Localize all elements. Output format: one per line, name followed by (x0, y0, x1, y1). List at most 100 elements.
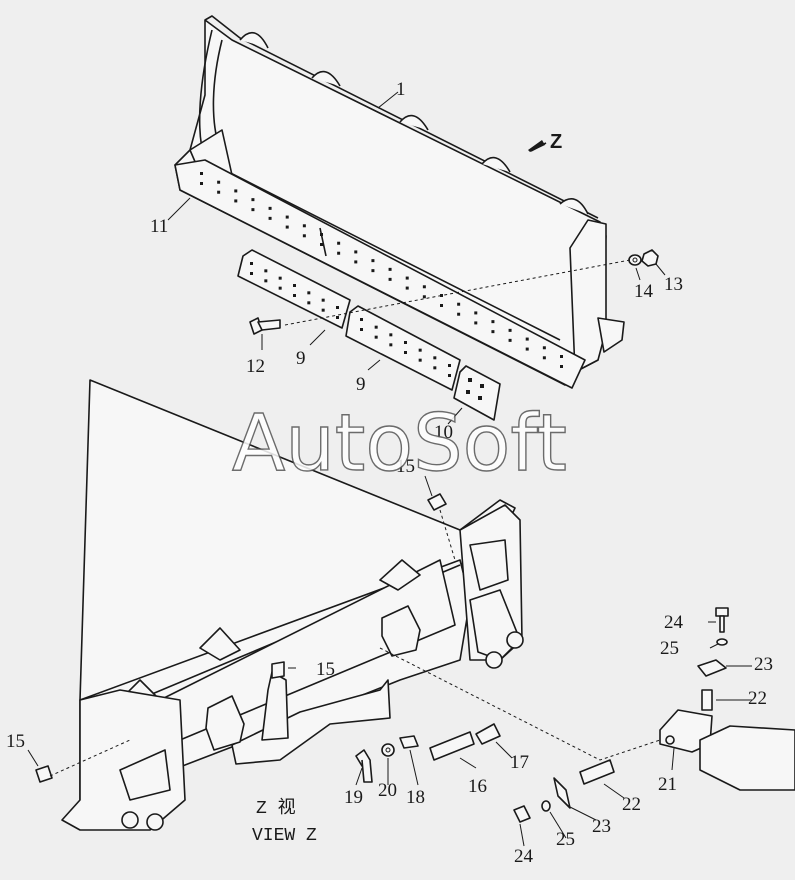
assembly-line-2 (379, 647, 661, 761)
bolt-hole (433, 366, 437, 370)
bolt-hole (307, 291, 311, 295)
bolt-hole (321, 298, 325, 302)
bolt-19 (355, 749, 373, 783)
bolt-hole (422, 295, 426, 299)
bolt-hole (440, 294, 443, 297)
label-14: 14 (634, 281, 654, 302)
bolt-hole (440, 304, 443, 307)
assembly-line-3 (439, 509, 456, 561)
washer-25-lower (541, 800, 551, 812)
pin-17 (475, 723, 501, 745)
bolt-path (284, 259, 631, 326)
label-19: 19 (344, 787, 363, 808)
fitting-15-middle (271, 661, 285, 679)
bolt-hole (336, 316, 339, 319)
frame-assembly (61, 379, 524, 831)
bolt-hole (285, 215, 289, 219)
bolt-hole (354, 250, 358, 254)
bolt-hole (250, 262, 253, 265)
bolt-hole (448, 374, 451, 377)
bolt-hole (560, 355, 563, 358)
bolt-hole (360, 328, 363, 331)
label-25-right: 25 (660, 638, 679, 659)
bolt-hole (388, 267, 392, 271)
bolt-hole (448, 364, 451, 367)
label-22-right: 22 (748, 688, 767, 709)
bolt-hole (217, 180, 221, 184)
bolt-hole (508, 338, 512, 342)
watermark: AutoSoft (232, 399, 567, 489)
bolt-hole (293, 284, 296, 287)
bolt-hole (405, 286, 409, 290)
bolt-hole (285, 225, 289, 229)
bolt-hole (278, 286, 282, 290)
label-16: 16 (468, 776, 487, 797)
bolt-hole (234, 199, 238, 203)
bolt-hole (405, 276, 409, 280)
bolt-hole (542, 346, 546, 350)
bolt-hole (433, 356, 437, 360)
label-15-middle: 15 (316, 659, 335, 680)
bolt-hole (525, 347, 529, 351)
bolt-hole (264, 279, 268, 283)
label-1: 1 (396, 79, 406, 100)
label-18: 18 (406, 787, 425, 808)
label-23-right: 23 (754, 654, 773, 675)
assembly-line-1 (49, 739, 131, 777)
washer-25-right (716, 638, 728, 646)
bolt-hole (337, 241, 341, 245)
bolt-hole (474, 311, 478, 315)
bolt-hole (320, 233, 323, 236)
label-12: 12 (246, 356, 265, 377)
bolt-hole (389, 343, 393, 347)
bolt-hole (268, 206, 272, 210)
bolt-hole (250, 272, 253, 275)
bolt-hole (474, 321, 478, 325)
bolt-24-lower (513, 805, 531, 823)
label-13: 13 (664, 274, 683, 295)
frame-end-right (699, 725, 795, 791)
bolt-hole (278, 276, 282, 280)
bolt-hole (491, 320, 495, 324)
bolt-hole (422, 285, 426, 289)
bolt-hole (234, 189, 238, 193)
bolt-hole (418, 348, 422, 352)
bolt-hole (307, 301, 311, 305)
label-22-lower: 22 (622, 794, 641, 815)
bolt-hole (371, 269, 375, 273)
bolt-hole (302, 224, 306, 228)
bolt-hole (293, 294, 296, 297)
bolt-hole (560, 365, 563, 368)
leader-lines (27, 91, 752, 847)
bolt-hole (320, 243, 323, 246)
clip-23-lower (553, 777, 571, 809)
fitting-15-left (35, 765, 53, 783)
label-10: 10 (434, 422, 453, 443)
bolt-hole (418, 358, 422, 362)
pin-22-right (701, 689, 713, 711)
bolt-hole (374, 325, 378, 329)
bolt-hole (457, 302, 461, 306)
label-11: 11 (150, 216, 168, 237)
washer-20 (381, 743, 395, 757)
label-9b: 9 (356, 374, 366, 395)
label-17: 17 (510, 752, 529, 773)
label-z: Z (550, 131, 562, 153)
label-9a: 9 (296, 348, 306, 369)
fitting-15-top (427, 493, 447, 511)
blade-part-1 (174, 15, 625, 389)
bolt-hole (302, 234, 306, 238)
bolt-hole (508, 328, 512, 332)
bolt-hole (389, 333, 393, 337)
cutting-edge-9-right (345, 305, 461, 391)
bolt-hole (371, 259, 375, 263)
bolt-hole (542, 356, 546, 360)
spacer-18 (399, 735, 419, 749)
label-24-lower: 24 (514, 846, 534, 867)
bolt-hole (457, 312, 461, 316)
part-labels: 1 Z 11 14 13 12 9 9 10 15 15 15 24 25 23… (6, 79, 773, 867)
nut-13 (641, 249, 659, 267)
label-20: 20 (378, 780, 397, 801)
bolt-hole (360, 318, 363, 321)
